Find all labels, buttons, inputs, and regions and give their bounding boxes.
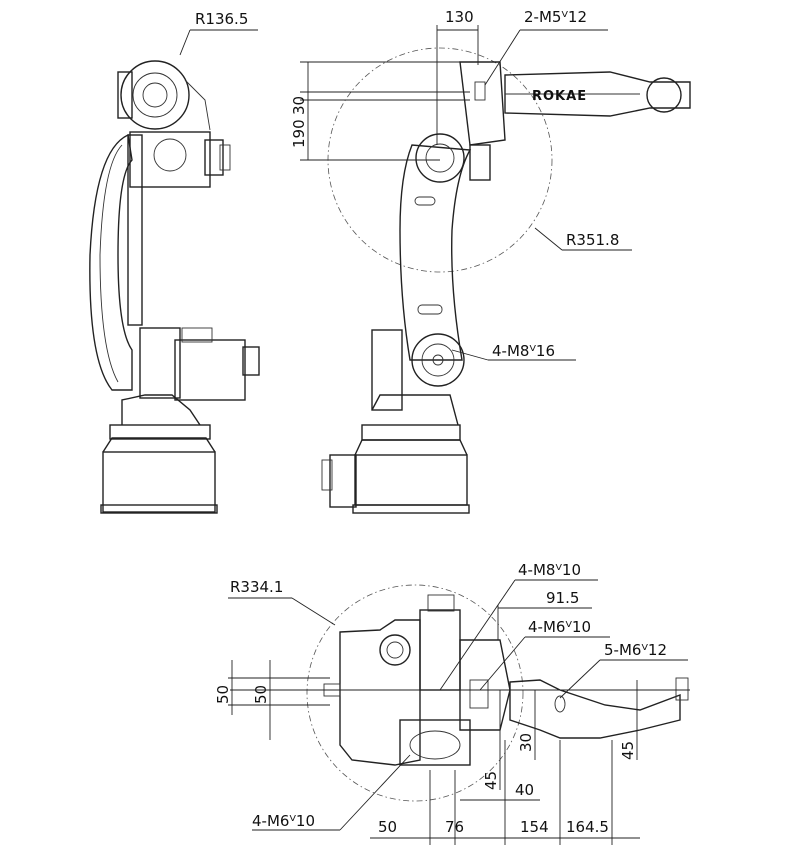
- dim-r136: R136.5: [195, 10, 248, 28]
- dim-130: 130: [445, 8, 474, 26]
- dim-45a: 45: [482, 771, 500, 790]
- dim-m8-16: 4-M8ⱽ16: [492, 342, 555, 360]
- dim-164: 164.5: [566, 818, 609, 836]
- dim-m6-10a: 4-M6ⱽ10: [528, 618, 591, 636]
- dim-45b: 45: [619, 741, 637, 760]
- top-view: R334.1 4-M8ⱽ10 91.5 4-M6ⱽ10 5-M6ⱽ12 50 5…: [214, 561, 690, 845]
- dim-50c: 50: [378, 818, 397, 836]
- dim-m5: 2-M5ⱽ12: [524, 8, 587, 26]
- side-view: ROKAE 130 2-M5ⱽ12 30 190 R351.8 4-M8ⱽ16: [290, 8, 691, 514]
- dim-190: 190: [290, 119, 308, 148]
- dim-30b: 30: [517, 733, 535, 752]
- dim-50b: 50: [252, 685, 270, 704]
- dim-r351: R351.8: [566, 231, 619, 249]
- dim-40: 40: [515, 781, 534, 799]
- dim-50a: 50: [214, 685, 232, 704]
- front-view: R136.5: [89, 10, 260, 514]
- brand-logo: ROKAE: [532, 89, 587, 104]
- dim-m6-12: 5-M6ⱽ12: [604, 641, 667, 659]
- dim-30: 30: [290, 96, 308, 115]
- dim-m6-10b: 4-M6ⱽ10: [252, 812, 315, 830]
- dim-r334: R334.1: [230, 578, 283, 596]
- dim-91: 91.5: [546, 589, 579, 607]
- dim-76: 76: [445, 818, 464, 836]
- dim-m8-10: 4-M8ⱽ10: [518, 561, 581, 579]
- dim-154: 154: [520, 818, 549, 836]
